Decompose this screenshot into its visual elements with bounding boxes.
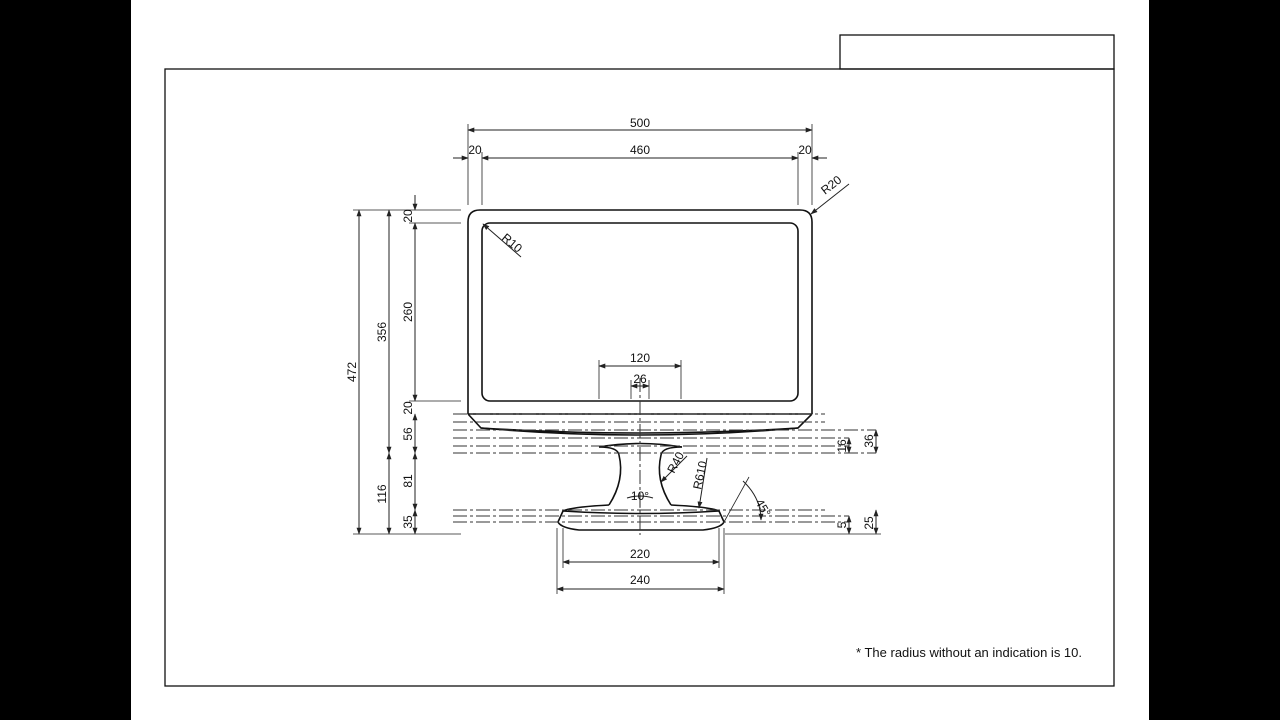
angle-arc-45 bbox=[742, 480, 764, 521]
right-dimensions: 16 36 5 25 bbox=[725, 429, 881, 535]
dim-20-right: 20 bbox=[798, 143, 812, 157]
dim-460: 460 bbox=[630, 143, 650, 157]
bottom-dimensions: 220 240 bbox=[556, 528, 725, 594]
dim-356: 356 bbox=[375, 322, 389, 342]
title-block bbox=[839, 34, 1115, 70]
angle-arc-10 bbox=[626, 495, 654, 499]
dim-240: 240 bbox=[630, 573, 650, 587]
dim-20-bottom: 20 bbox=[401, 401, 415, 415]
dim-5: 5 bbox=[835, 521, 849, 528]
top-dimensions: 500 460 20 20 bbox=[453, 116, 827, 205]
left-dimensions: 20 260 20 56 81 35 356 116 472 bbox=[345, 195, 461, 535]
dim-16: 16 bbox=[835, 439, 849, 453]
dim-r10: R10 bbox=[499, 231, 525, 256]
dim-260: 260 bbox=[401, 302, 415, 322]
dim-116: 116 bbox=[375, 484, 389, 503]
technical-drawing: 500 460 20 20 R20 R10 120 26 20 260 20 bbox=[164, 34, 1115, 687]
outer-bezel bbox=[467, 209, 813, 414]
radius-callouts: R20 R10 bbox=[482, 173, 850, 258]
neck-width-dimensions: 120 26 bbox=[598, 351, 682, 399]
base-top-edge bbox=[562, 510, 720, 515]
dim-500: 500 bbox=[630, 116, 650, 130]
reference-lines bbox=[453, 378, 876, 535]
dim-26: 26 bbox=[633, 372, 647, 386]
neck-left bbox=[598, 446, 622, 506]
neck-callouts: R40 R610 10° 45° bbox=[626, 449, 774, 523]
dim-36: 36 bbox=[862, 434, 876, 448]
dim-20-left: 20 bbox=[468, 143, 482, 157]
radius-note: * The radius without an indication is 10… bbox=[856, 645, 1082, 660]
drawing-sheet: 500 460 20 20 R20 R10 120 26 20 260 20 bbox=[131, 0, 1149, 720]
neck-right bbox=[658, 446, 683, 506]
drawing-border bbox=[164, 68, 1115, 687]
dim-10deg: 10° bbox=[631, 489, 649, 503]
dim-20-top: 20 bbox=[401, 209, 415, 223]
dim-81: 81 bbox=[401, 474, 415, 488]
dim-35: 35 bbox=[401, 515, 415, 529]
dim-220: 220 bbox=[630, 547, 650, 561]
base bbox=[557, 504, 725, 531]
dim-472: 472 bbox=[345, 362, 359, 382]
dim-56: 56 bbox=[401, 427, 415, 441]
dim-r20: R20 bbox=[818, 173, 844, 198]
dim-120: 120 bbox=[630, 351, 650, 365]
dim-25: 25 bbox=[862, 516, 876, 530]
dim-r610: R610 bbox=[690, 459, 710, 490]
